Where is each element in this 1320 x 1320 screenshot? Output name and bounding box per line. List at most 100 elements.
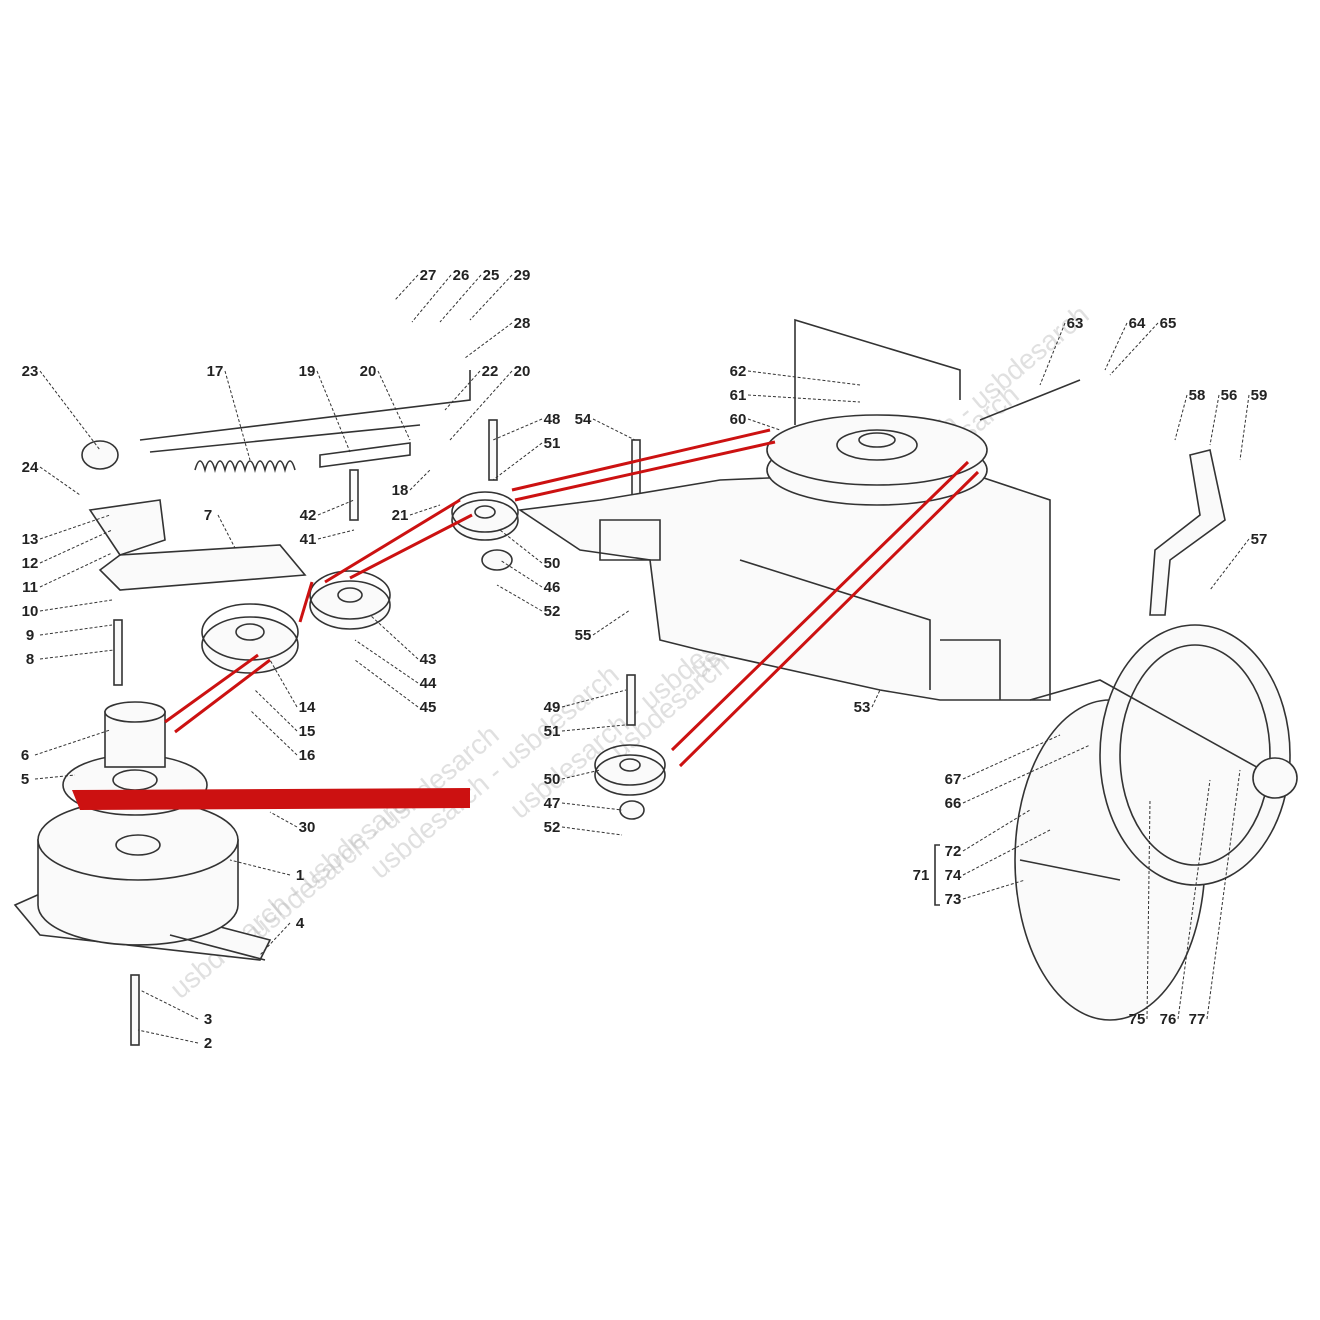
leader-line xyxy=(1109,322,1159,376)
leader-line xyxy=(449,370,513,441)
part-label: 41 xyxy=(300,531,317,548)
leader-line xyxy=(269,811,298,828)
leader-line xyxy=(229,859,291,876)
leader-line xyxy=(1206,769,1241,1020)
watermark-text: usbdesarch - usbdesarch xyxy=(244,719,505,945)
leader-line xyxy=(962,879,1026,900)
leader-line xyxy=(354,659,419,708)
leader-line xyxy=(39,599,113,612)
leader-line xyxy=(1146,799,1151,1020)
leader-line xyxy=(39,529,113,564)
leader-line xyxy=(499,529,543,564)
part-label: 22 xyxy=(482,363,499,380)
part-label: 25 xyxy=(483,267,500,284)
part-label: 11 xyxy=(22,579,38,596)
part-label: 52 xyxy=(544,819,561,836)
leader-line xyxy=(354,639,419,684)
part-label: 50 xyxy=(544,555,561,572)
part-label: 16 xyxy=(299,747,316,764)
leader-line xyxy=(747,394,861,403)
leader-line xyxy=(39,370,101,451)
part-label: 46 xyxy=(544,579,561,596)
part-label: 59 xyxy=(1251,387,1268,404)
leader-line xyxy=(224,370,251,461)
spring-17 xyxy=(194,460,296,473)
part-label: 10 xyxy=(22,603,39,620)
part-label: 17 xyxy=(207,363,224,380)
part-label: 60 xyxy=(730,411,747,428)
part-label: 67 xyxy=(945,771,962,788)
leader-line xyxy=(39,649,115,660)
part-label: 30 xyxy=(299,819,316,836)
part-label: 63 xyxy=(1067,315,1084,332)
part-label: 75 xyxy=(1129,1011,1146,1028)
part-label: 49 xyxy=(544,699,561,716)
part-label: 73 xyxy=(945,891,962,908)
leader-line xyxy=(269,659,298,708)
leader-line xyxy=(1039,322,1066,386)
leader-line xyxy=(561,689,627,708)
part-label: 13 xyxy=(22,531,39,548)
belt-30-thick xyxy=(72,788,470,810)
part-label: 18 xyxy=(392,482,409,499)
part-label: 27 xyxy=(420,267,437,284)
leader-line xyxy=(317,529,355,540)
part-label: 56 xyxy=(1221,387,1238,404)
part-label: 15 xyxy=(299,723,316,740)
part-label: 77 xyxy=(1189,1011,1206,1028)
part-label: 72 xyxy=(945,843,962,860)
leader-line xyxy=(217,514,236,549)
leader-line xyxy=(409,469,431,491)
leader-line xyxy=(561,724,626,732)
part-label: 58 xyxy=(1189,387,1206,404)
part-label: 20 xyxy=(360,363,377,380)
leader-line xyxy=(747,418,781,431)
part-label: 74 xyxy=(945,867,962,884)
leader-line xyxy=(1104,322,1128,371)
part-label: 64 xyxy=(1129,315,1146,332)
leader-line xyxy=(1239,394,1250,461)
leader-line xyxy=(962,734,1061,780)
part-label: 2 xyxy=(204,1035,212,1052)
leader-line xyxy=(871,689,881,708)
part-label: 71 xyxy=(913,867,930,884)
part-label: 50 xyxy=(544,771,561,788)
spring-19 xyxy=(319,442,411,468)
part-label: 7 xyxy=(204,507,212,524)
part-label: 66 xyxy=(945,795,962,812)
part-label: 24 xyxy=(22,459,39,476)
part-label: 76 xyxy=(1160,1011,1177,1028)
leader-line xyxy=(469,274,513,321)
part-label: 42 xyxy=(300,507,317,524)
leader-line xyxy=(1209,394,1220,446)
part-label: 53 xyxy=(854,699,871,716)
leader-line xyxy=(592,609,631,636)
leader-line xyxy=(394,274,419,301)
group-bracket xyxy=(934,844,940,906)
leader-line xyxy=(39,552,113,588)
part-label: 23 xyxy=(22,363,39,380)
leader-line xyxy=(249,709,298,756)
leader-line xyxy=(444,370,481,411)
idler-pulleys xyxy=(201,491,666,820)
leader-line xyxy=(39,466,81,496)
part-label: 8 xyxy=(26,651,34,668)
leader-line xyxy=(317,499,355,516)
part-label: 65 xyxy=(1160,315,1177,332)
leader-line xyxy=(34,729,111,756)
leader-line xyxy=(1209,538,1250,591)
leader-line xyxy=(561,769,601,780)
part-label: 48 xyxy=(544,411,561,428)
rear-wheel xyxy=(1014,624,1298,1021)
electric-clutch xyxy=(13,701,272,961)
part-label: 54 xyxy=(575,411,592,428)
control-rod xyxy=(139,370,471,453)
part-label: 44 xyxy=(420,675,437,692)
part-label: 12 xyxy=(22,555,39,572)
part-label: 45 xyxy=(420,699,437,716)
leader-line xyxy=(411,274,452,323)
part-label: 57 xyxy=(1251,531,1268,548)
leader-line xyxy=(1174,394,1188,441)
part-label: 47 xyxy=(544,795,561,812)
